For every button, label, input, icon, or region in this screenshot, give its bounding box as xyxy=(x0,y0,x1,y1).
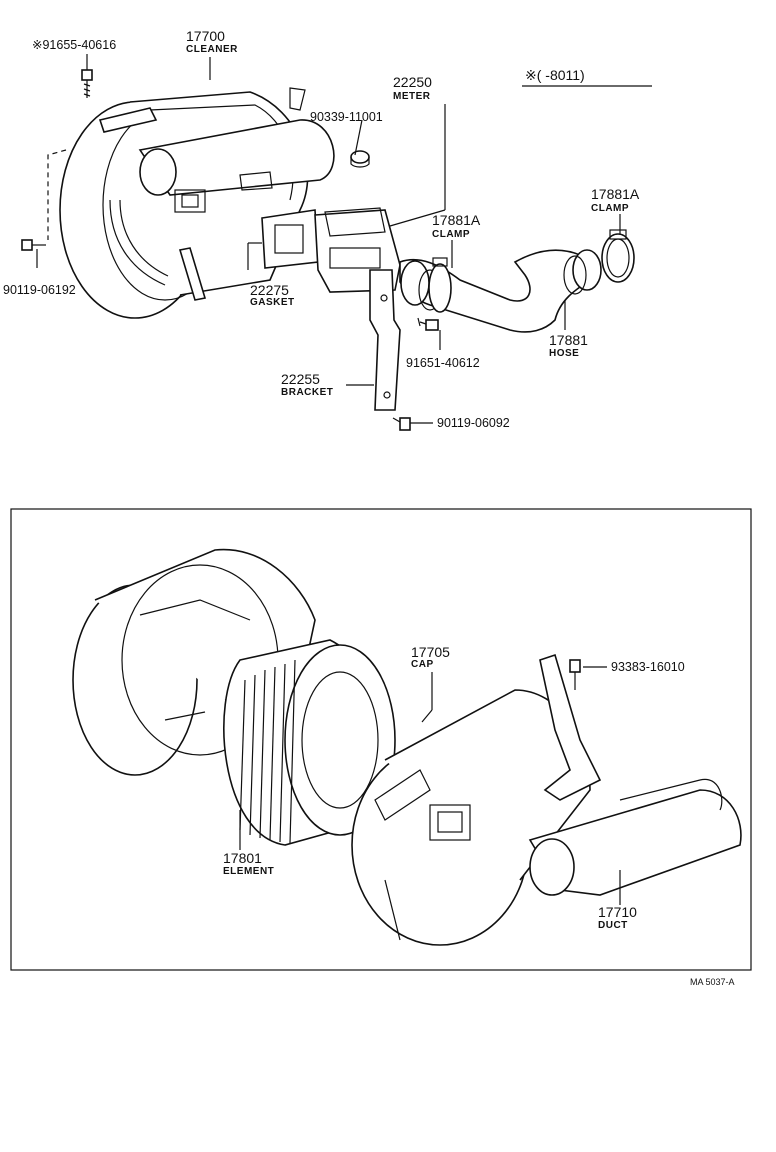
part-90119-06092-number: 90119-06092 xyxy=(437,416,510,430)
part-90119-06192-number: 90119-06192 xyxy=(3,283,76,297)
applicability-note: ※( -8011) xyxy=(525,67,585,83)
gasket-drawing xyxy=(261,209,319,269)
part-17881A-clamp-1-number: 17881A xyxy=(432,212,481,228)
part-17710-name: DUCT xyxy=(598,920,628,931)
part-17705-number: 17705 xyxy=(411,644,450,660)
element-pleats xyxy=(239,659,296,844)
air-cleaner-assembly-drawing xyxy=(21,54,335,319)
part-17801-name: ELEMENT xyxy=(223,866,274,877)
part-17881A-clamp-2-name: CLAMP xyxy=(591,203,629,214)
part-22250-number: 22250 xyxy=(393,74,432,90)
part-22255-number: 22255 xyxy=(281,371,320,387)
bracket-drawing xyxy=(369,269,439,431)
part-17881-number: 17881 xyxy=(549,332,588,348)
exploded-view-frame xyxy=(10,508,752,971)
leader-lines-top xyxy=(209,57,652,424)
part-90339-number: 90339-11001 xyxy=(310,110,383,124)
part-91651-number: 91651-40612 xyxy=(406,356,480,370)
leader-lines-bottom xyxy=(239,666,621,905)
part-93383-number: 93383-16010 xyxy=(611,660,685,674)
part-22250-name: METER xyxy=(393,91,431,102)
part-17881A-clamp-2-number: 17881A xyxy=(591,186,640,202)
part-91655-number: ※91655-40616 xyxy=(32,38,116,52)
part-labels-bottom: 17705 CAP 93383-16010 17801 ELEMENT 1771… xyxy=(223,644,685,931)
part-17700-name: CLEANER xyxy=(186,44,238,55)
part-17881A-clamp-1-name: CLAMP xyxy=(432,229,470,240)
part-17700-number: 17700 xyxy=(186,28,225,44)
diagram-code: MA 5037-A xyxy=(690,977,735,987)
hose-drawing xyxy=(399,229,635,333)
part-17881-name: HOSE xyxy=(549,348,579,359)
part-17705-name: CAP xyxy=(411,659,434,670)
part-17801-number: 17801 xyxy=(223,850,262,866)
part-17710-number: 17710 xyxy=(598,904,637,920)
exploded-view-drawing xyxy=(72,548,742,946)
part-22275-name: GASKET xyxy=(250,297,295,308)
part-labels-top: ※91655-40616 17700 CLEANER 90119-06192 2… xyxy=(3,28,640,430)
part-22255-name: BRACKET xyxy=(281,387,333,398)
part-22275-number: 22275 xyxy=(250,282,289,298)
